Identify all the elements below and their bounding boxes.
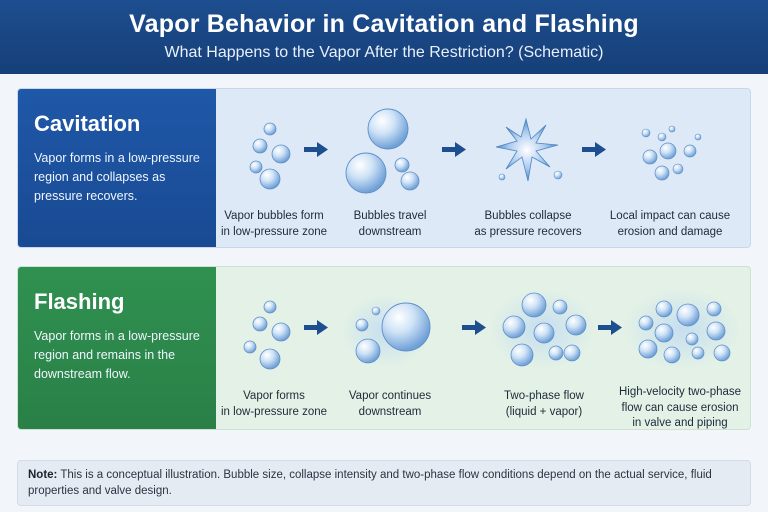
cavitation-description: Vapor forms in a low-pressure region and…: [34, 151, 200, 203]
arrow-right-icon: [582, 142, 606, 157]
page-subtitle: What Happens to the Vapor After the Rest…: [164, 44, 604, 61]
arrow-right-icon: [442, 142, 466, 157]
bubble-collapse-burst-icon: [495, 117, 563, 182]
stage-label-line: flow can cause erosion: [621, 401, 739, 414]
flashing-stages: Vapor forms in low-pressure zone Vapor c…: [216, 267, 750, 429]
flashing-title: Flashing: [34, 289, 125, 314]
footnote: Note: This is a conceptual illustration.…: [17, 460, 751, 506]
cavitation-stage-1-label: Vapor bubbles form in low-pressure zone: [204, 209, 344, 240]
cavitation-title: Cavitation: [34, 111, 141, 136]
cavitation-panel: Cavitation Vapor forms in a low-pressure…: [17, 88, 751, 248]
erosion-impact-bubbles-icon: [641, 125, 702, 181]
stage-label-line: High-velocity two-phase: [618, 386, 742, 398]
stage-label-line: in low-pressure zone: [220, 225, 328, 238]
flashing-stage-1-label: Vapor forms in low-pressure zone: [204, 389, 344, 420]
flashing-stage-2-label: Vapor continues downstream: [320, 389, 460, 420]
cavitation-stages: Vapor bubbles form in low-pressure zone …: [216, 89, 750, 247]
header-banner: Vapor Behavior in Cavitation and Flashin…: [0, 0, 768, 74]
vapor-continues-icon: [342, 295, 431, 367]
vapor-forming-icon: [243, 300, 291, 370]
arrow-right-icon: [462, 320, 486, 335]
flashing-stage-3-label: Two-phase flow (liquid + vapor): [474, 389, 614, 420]
note-text: This is a conceptual illustration. Bubbl…: [28, 469, 712, 497]
bubbles-traveling-icon: [345, 108, 420, 194]
arrow-right-icon: [598, 320, 622, 335]
page-title: Vapor Behavior in Cavitation and Flashin…: [129, 10, 639, 38]
flashing-panel: Flashing Vapor forms in a low-pressure r…: [17, 266, 751, 430]
note-label: Note:: [28, 469, 58, 481]
stage-label-line: Vapor continues: [348, 390, 432, 402]
flashing-sidebar: Flashing Vapor forms in a low-pressure r…: [18, 267, 216, 429]
cavitation-stage-4-label: Local impact can cause erosion and damag…: [600, 209, 740, 240]
stage-label-line: Bubbles travel: [353, 210, 427, 222]
stage-label-line: erosion and damage: [617, 225, 723, 238]
cavitation-stage-3-label: Bubbles collapse as pressure recovers: [458, 209, 598, 240]
flashing-illustration: [243, 289, 740, 370]
arrow-right-icon: [304, 320, 328, 335]
stage-label-line: as pressure recovers: [474, 225, 582, 238]
vapor-bubbles-forming-icon: [249, 122, 291, 190]
stage-label-line: Bubbles collapse: [484, 210, 572, 222]
cavitation-stage-2-label: Bubbles travel downstream: [320, 209, 460, 240]
stage-label-line: Local impact can cause: [609, 210, 731, 222]
flashing-description: Vapor forms in a low-pressure region and…: [34, 329, 200, 381]
stage-label-line: Vapor bubbles form: [224, 210, 324, 222]
stage-label-line: downstream: [358, 405, 422, 418]
two-phase-flow-icon: [490, 289, 594, 369]
high-velocity-flow-icon: [624, 289, 740, 369]
cavitation-illustration: [249, 108, 702, 194]
stage-label-line: (liquid + vapor): [505, 405, 583, 418]
stage-label-line: Two-phase flow: [504, 390, 584, 402]
stage-label-line: in valve and piping: [632, 417, 728, 429]
cavitation-sidebar: Cavitation Vapor forms in a low-pressure…: [18, 89, 216, 247]
stage-label-line: in low-pressure zone: [220, 405, 328, 418]
stage-label-line: Vapor forms: [243, 390, 305, 402]
arrow-right-icon: [304, 142, 328, 157]
stage-label-line: downstream: [358, 225, 422, 238]
flashing-stage-4-label: High-velocity two-phase flow can cause e…: [610, 385, 750, 429]
